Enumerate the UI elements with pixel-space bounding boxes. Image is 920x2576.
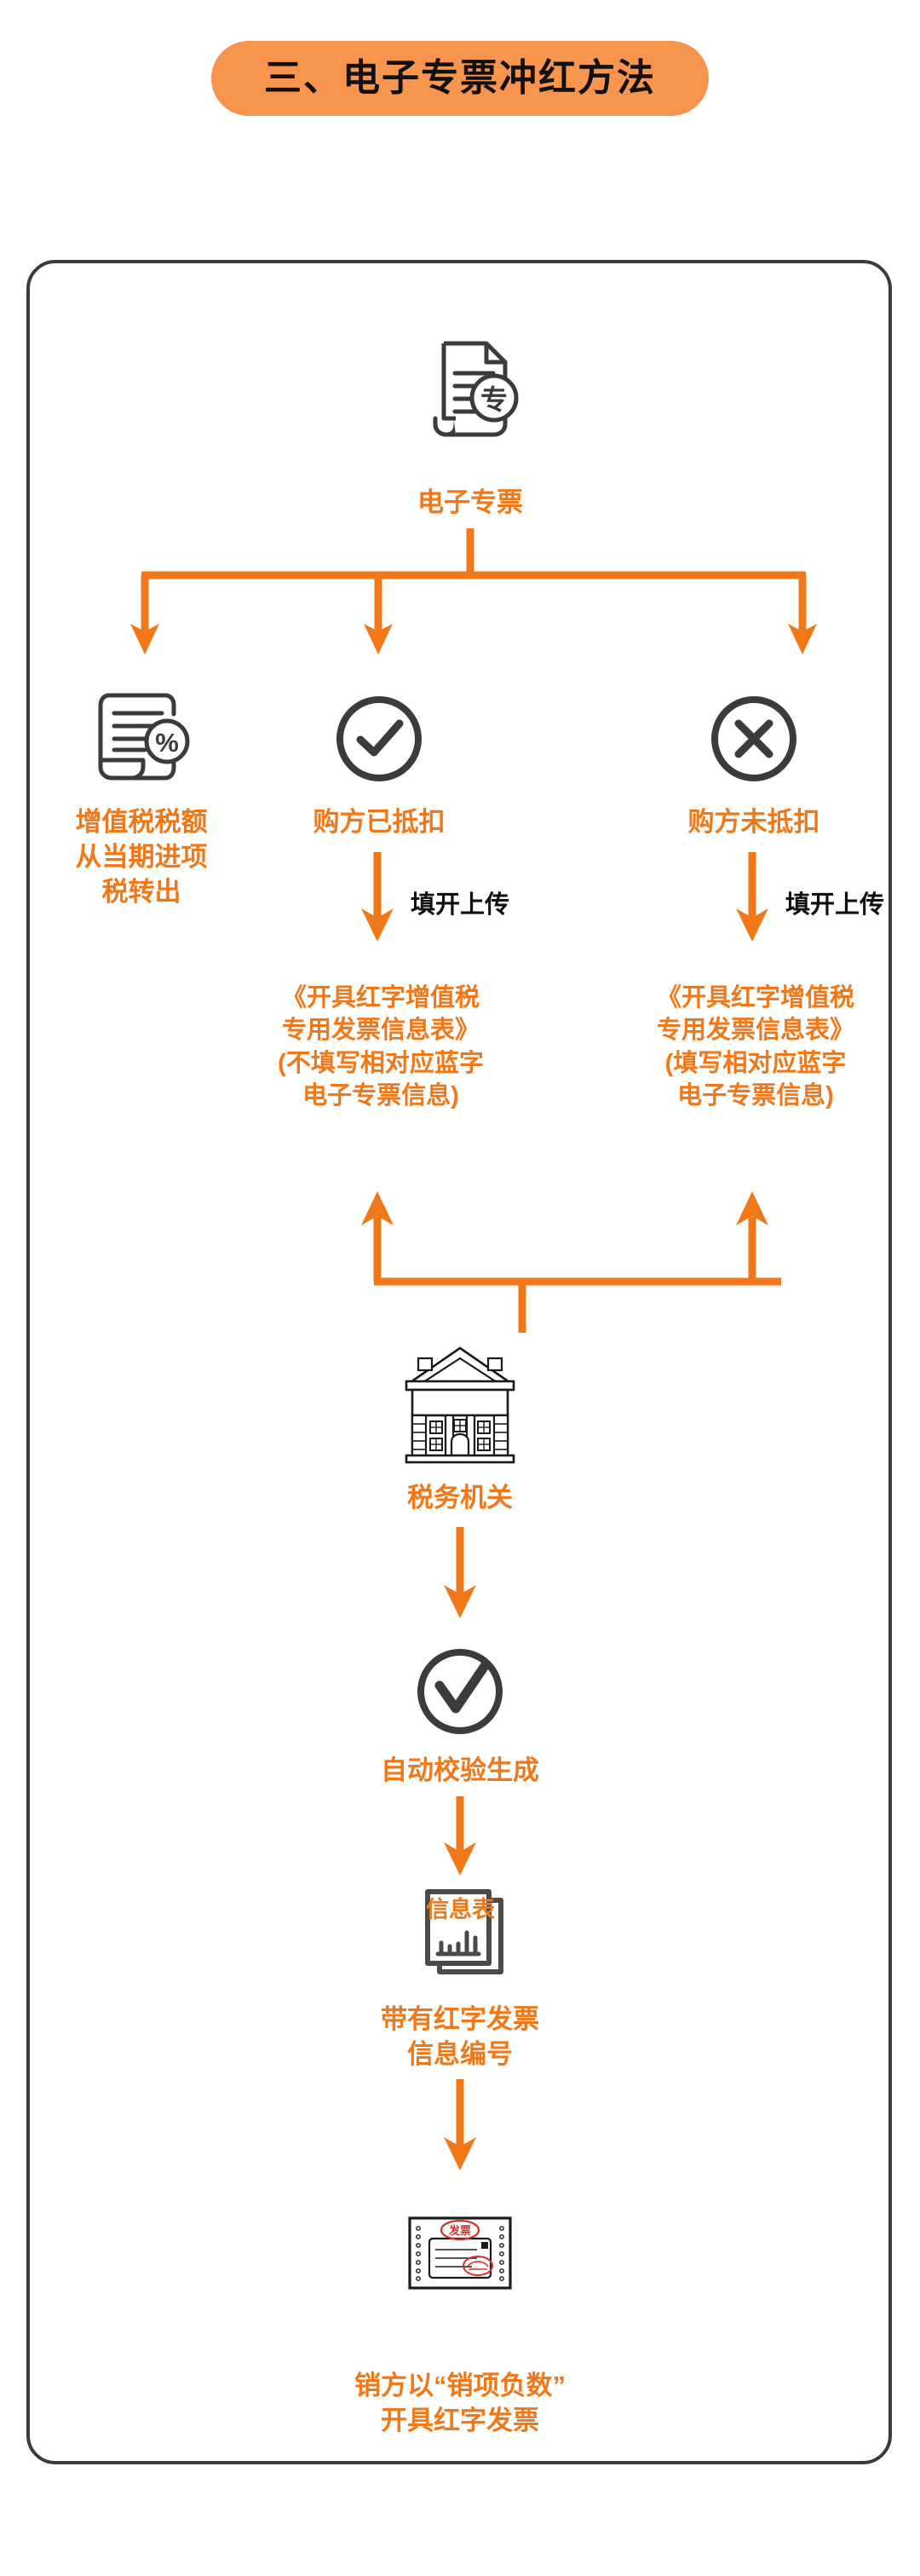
info-table-chart-icon xyxy=(425,1889,503,1974)
node-info-table-caption: 信息表 xyxy=(426,1897,495,1922)
header-banner: 三、电子专票冲红方法 xyxy=(0,41,920,116)
node-info-table-label: 带有红字发票 信息编号 xyxy=(381,2004,539,2069)
node-buyer-deducted-label: 购方已抵扣 xyxy=(313,807,446,837)
connector-authority-to-verify xyxy=(430,1527,490,1622)
invoice-stamp-text: 发票 xyxy=(448,2224,471,2237)
edge-label-fill-upload-left: 填开上传 xyxy=(411,891,510,919)
node-info-table xyxy=(419,1889,509,1984)
edge-label-fill-upload-right: 填开上传 xyxy=(785,891,885,919)
check-circle-icon xyxy=(417,1649,503,1734)
node-input-tax-transfer-label: 增值税税额 从当期进项 税转出 xyxy=(75,807,208,907)
x-circle-icon xyxy=(711,696,796,781)
node-buyer-deducted xyxy=(332,692,426,786)
node-electronic-invoice-label: 电子专票 xyxy=(417,487,523,517)
government-building-icon xyxy=(405,1346,515,1464)
connector-buyer-deducted-to-form xyxy=(348,852,407,946)
connector-root-split xyxy=(51,528,869,665)
red-invoice-icon: 发票 xyxy=(408,2216,512,2290)
node-input-tax-transfer: % xyxy=(92,690,191,784)
connector-authority-to-forms xyxy=(332,1191,860,1353)
connector-verify-to-info-table xyxy=(430,1796,490,1880)
page-title: 三、电子专票冲红方法 xyxy=(264,57,656,99)
node-tax-authority-label: 税务机关 xyxy=(407,1483,513,1513)
node-buyer-not-deducted xyxy=(707,692,801,786)
connector-info-table-to-final xyxy=(430,2079,490,2175)
node-red-invoice-form-right: 《开具红字增值税 专用发票信息表》 (填写相对应蓝字 电子专票信息) xyxy=(656,984,854,1109)
node-auto-verify-label: 自动校验生成 xyxy=(381,1755,539,1785)
node-electronic-invoice: 专 xyxy=(423,337,519,446)
node-red-invoice: 发票 xyxy=(407,2216,513,2291)
node-red-invoice-form-left: 《开具红字增值税 专用发票信息表》 (不填写相对应蓝字 电子专票信息) xyxy=(278,984,484,1109)
connector-buyer-not-deducted-to-form xyxy=(722,852,782,946)
header-pill: 三、电子专票冲红方法 xyxy=(211,41,709,116)
invoice-document-icon: 专 xyxy=(433,341,519,437)
node-red-invoice-label: 销方以“销项负数” 开具红字发票 xyxy=(354,2371,566,2435)
invoice-badge-text: 专 xyxy=(480,384,508,415)
node-tax-authority xyxy=(398,1345,522,1467)
svg-text:%: % xyxy=(155,728,179,758)
check-circle-icon xyxy=(336,696,422,781)
tax-percent-document-icon: % xyxy=(98,693,190,781)
node-buyer-not-deducted-label: 购方未抵扣 xyxy=(687,807,820,837)
node-auto-verify xyxy=(413,1645,507,1738)
